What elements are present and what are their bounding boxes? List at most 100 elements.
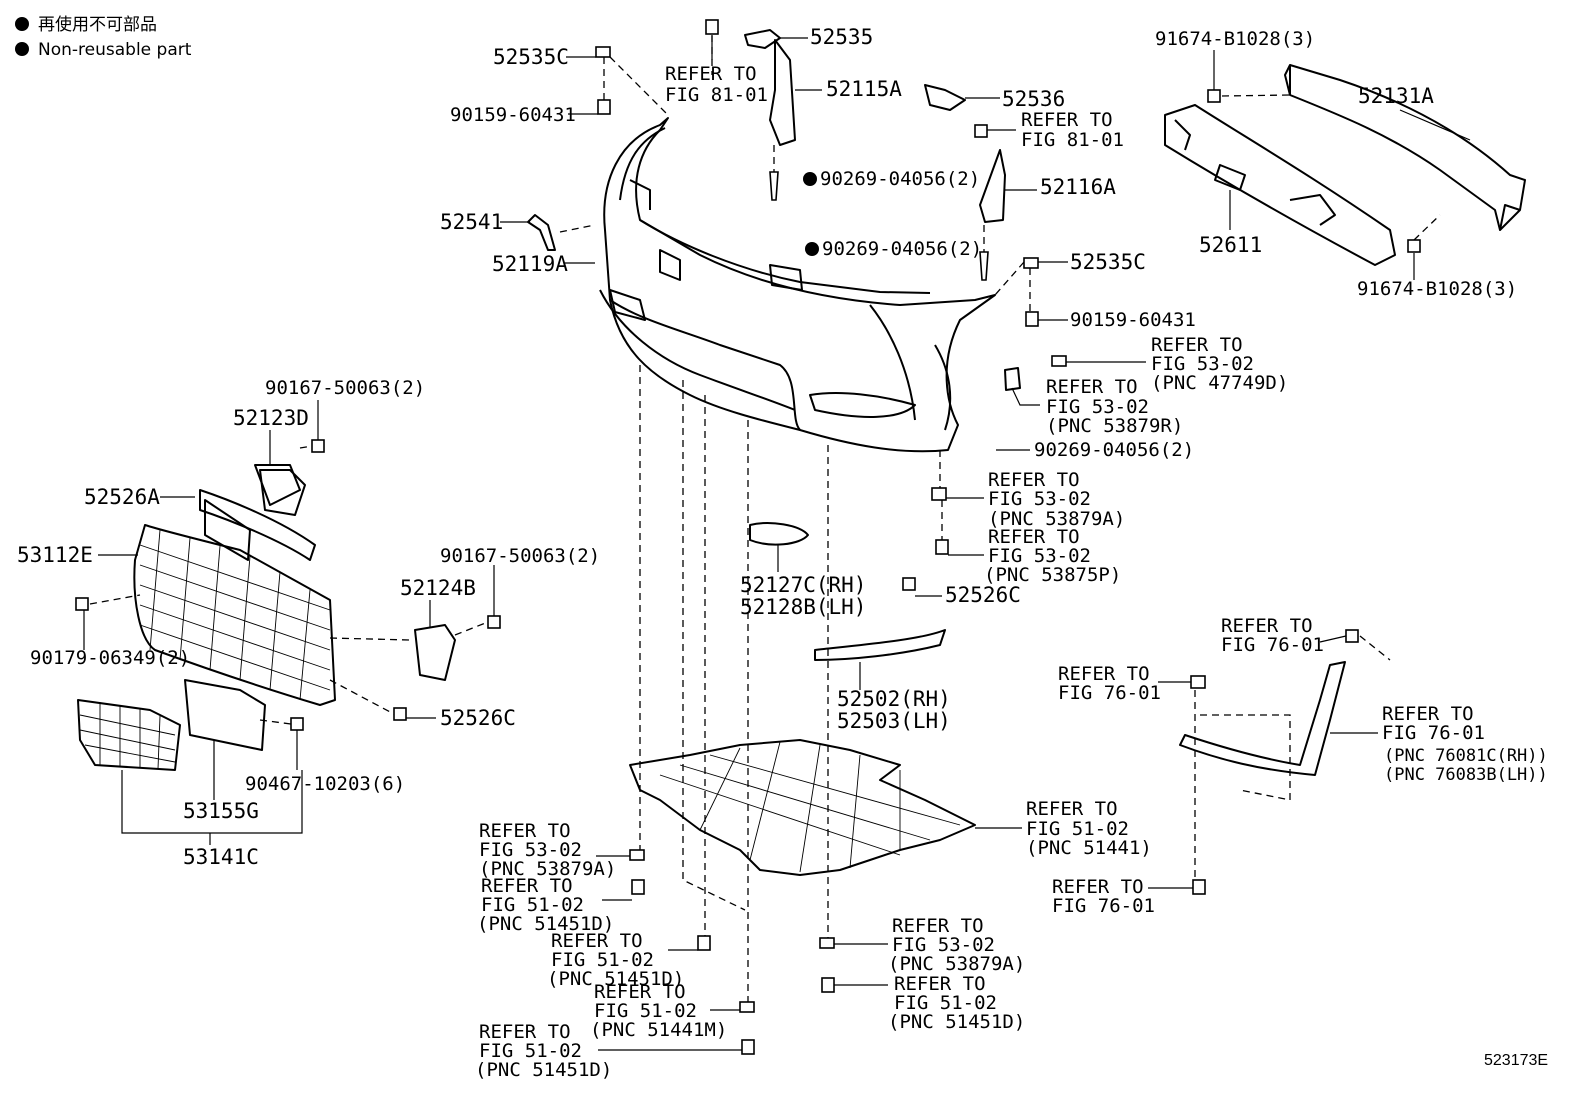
reference-label: (PNC 53879R) [1046, 415, 1183, 437]
reference-label: REFER TO [479, 1021, 571, 1043]
reference-label: REFER TO [988, 526, 1080, 548]
reference-label: REFER TO [1221, 615, 1313, 637]
reference-label: REFER TO [1058, 663, 1150, 685]
legend-line-ja: 再使用不可部品 [38, 14, 157, 35]
reference-label: (PNC 51451D) [888, 1011, 1025, 1033]
bolt-icon [1192, 879, 1206, 895]
reference-label: (PNC 47749D) [1151, 372, 1288, 394]
reference-label: REFER TO [1046, 376, 1138, 398]
part-number-label: 90269-04056(2) [820, 168, 980, 190]
part-number-label: 90179-06349(2) [30, 647, 190, 669]
part-number-label: 52123D [233, 406, 309, 430]
clip-icon [819, 937, 835, 949]
clip-icon [739, 1001, 755, 1013]
reference-label: FIG 51-02 [1026, 818, 1129, 840]
reference-label: REFER TO [1026, 798, 1118, 820]
reference-label: (PNC 76081C(RH)) [1384, 746, 1548, 766]
part-number-label: 90269-04056(2) [1034, 439, 1194, 461]
pin-icon [769, 171, 779, 201]
reference-label: FIG 76-01 [1052, 895, 1155, 917]
reference-label: FIG 51-02 [479, 1040, 582, 1062]
reference-label: (PNC 53875P) [984, 564, 1121, 586]
bolt-icon [631, 879, 645, 895]
figure-number: 523173E [1484, 1052, 1548, 1069]
part-number-label: 52119A [492, 252, 568, 276]
reference-label: REFER TO [988, 469, 1080, 491]
reference-label: FIG 53-02 [479, 839, 582, 861]
under-cover-drawing [629, 739, 976, 876]
bolt-icon [1345, 629, 1359, 643]
part-number-label: 52131A [1358, 84, 1434, 108]
part-labels: 52535C 52535 REFER TO FIG 81-01 52115A 5… [17, 25, 1548, 1081]
bumper-cover-drawing [599, 117, 996, 453]
bolt-icon [1025, 311, 1039, 327]
part-number-label: 90167-50063(2) [265, 377, 425, 399]
legend: 再使用不可部品 Non-reusable part [15, 14, 192, 60]
clip-icon [75, 597, 89, 611]
reference-label: REFER TO [665, 63, 757, 85]
pin-icon [979, 251, 989, 281]
bolt-icon [597, 99, 611, 115]
reference-label: (PNC 51451D) [477, 913, 614, 935]
part-number-label: 52611 [1199, 233, 1262, 257]
legend-line-en: Non-reusable part [38, 40, 192, 60]
reference-label: FIG 51-02 [894, 992, 997, 1014]
clip-icon [902, 577, 916, 591]
bolt-icon [821, 977, 835, 993]
part-number-label: 90159-60431 [450, 104, 576, 126]
part-number-label: 52535 [810, 25, 873, 49]
part-number-label: 52526C [945, 583, 1021, 607]
reference-label: FIG 81-01 [1021, 129, 1124, 151]
bolt-icon [487, 615, 501, 629]
clip-icon [931, 487, 947, 501]
part-number-label: 52526C [440, 706, 516, 730]
clip-icon [1023, 257, 1039, 269]
part-number-label: 52526A [84, 485, 160, 509]
reference-label: (PNC 51441) [1026, 837, 1152, 859]
bolt-icon [1407, 239, 1421, 253]
reference-label: FIG 51-02 [594, 1000, 697, 1022]
part-number-label: 52503(LH) [837, 709, 951, 733]
part-number-label: 90467-10203(6) [245, 773, 405, 795]
reference-label: FIG 53-02 [1151, 353, 1254, 375]
part-number-label: 52541 [440, 210, 503, 234]
reference-label: (PNC 51451D) [475, 1059, 612, 1081]
part-number-label: 52116A [1040, 175, 1116, 199]
part-number-label: 52502(RH) [837, 687, 951, 711]
reference-label: FIG 53-02 [1046, 396, 1149, 418]
reference-label: FIG 51-02 [481, 894, 584, 916]
reference-label: REFER TO [1382, 703, 1474, 725]
assembly-lines [89, 35, 1441, 1002]
reference-label: REFER TO [1151, 334, 1243, 356]
clip-icon [290, 717, 304, 731]
clip-icon [1190, 675, 1206, 689]
part-number-label: 90159-60431 [1070, 309, 1196, 331]
part-number-label: 90269-04056(2) [822, 238, 982, 260]
reference-label: FIG 76-01 [1221, 634, 1324, 656]
clip-icon [393, 707, 407, 721]
bolt-icon [974, 124, 988, 138]
bolt-icon [1051, 355, 1067, 367]
reinforcement-drawing [1164, 64, 1526, 266]
clip-icon [629, 849, 645, 861]
reference-label: (PNC 51441M) [590, 1019, 727, 1041]
bolt-icon [741, 1039, 755, 1055]
reference-label: (PNC 76083B(LH)) [1384, 765, 1548, 785]
non-reusable-bullet-icon [805, 242, 819, 256]
non-reusable-bullet-icon [803, 172, 817, 186]
reference-label: FIG 53-02 [892, 934, 995, 956]
reference-label: FIG 51-02 [551, 949, 654, 971]
reference-label: (PNC 51451D) [547, 968, 684, 990]
non-reusable-bullet-icon [15, 42, 29, 56]
part-number-label: 91674-B1028(3) [1155, 28, 1315, 50]
reference-label: FIG 76-01 [1058, 682, 1161, 704]
part-number-label: 52535C [1070, 250, 1146, 274]
part-number-label: 52128B(LH) [740, 595, 866, 619]
bolt-icon [935, 539, 949, 555]
bolt-icon [1207, 89, 1221, 103]
clip-icon [595, 46, 611, 58]
part-number-label: 52115A [826, 77, 902, 101]
reference-label: REFER TO [551, 930, 643, 952]
reference-label: FIG 81-01 [665, 84, 768, 106]
